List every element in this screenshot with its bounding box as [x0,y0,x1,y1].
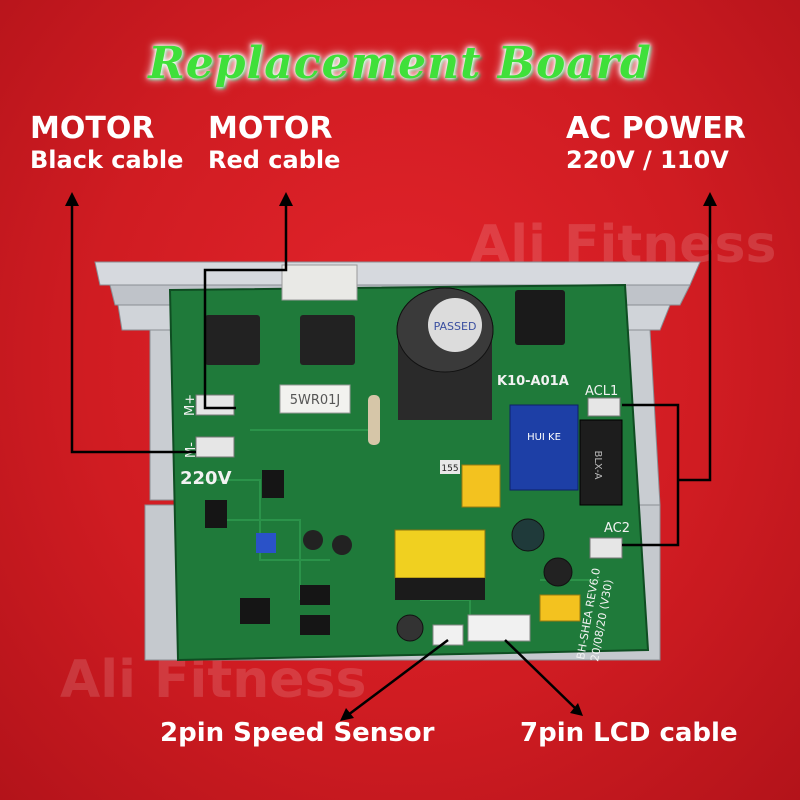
acl1-marking: ACL1 [585,384,618,399]
chip-155: 155 [441,464,458,474]
m-minus-marking: M- [184,442,199,458]
pointer-lines [65,192,717,721]
bridge-label: BLX-A [592,450,603,479]
ac-power-label: AC POWER 220V / 110V [566,111,746,174]
voltage-marking: 220V [180,468,232,489]
speed-sensor-label: 2pin Speed Sensor [160,718,435,748]
motor-black-title: MOTOR [30,111,155,146]
motor-red-label: MOTOR Red cable [208,111,341,174]
resistor-label: 5WR01J [290,393,341,408]
capacitor-stamp: PASSED [434,320,477,333]
motor-red-subtitle: Red cable [208,145,341,174]
relay-brand: HUI KE [527,432,561,443]
page-title: Replacement Board [148,38,652,89]
motor-red-title: MOTOR [208,111,333,146]
ac2-marking: AC2 [604,521,630,536]
model-marking: K10-A01A [497,374,569,389]
ac-power-title: AC POWER [566,111,746,146]
motor-black-label: MOTOR Black cable [30,111,184,174]
ac-power-subtitle: 220V / 110V [566,145,729,174]
m-plus-marking: M+ [183,394,198,416]
lcd-cable-label: 7pin LCD cable [520,718,738,748]
motor-black-subtitle: Black cable [30,145,184,174]
